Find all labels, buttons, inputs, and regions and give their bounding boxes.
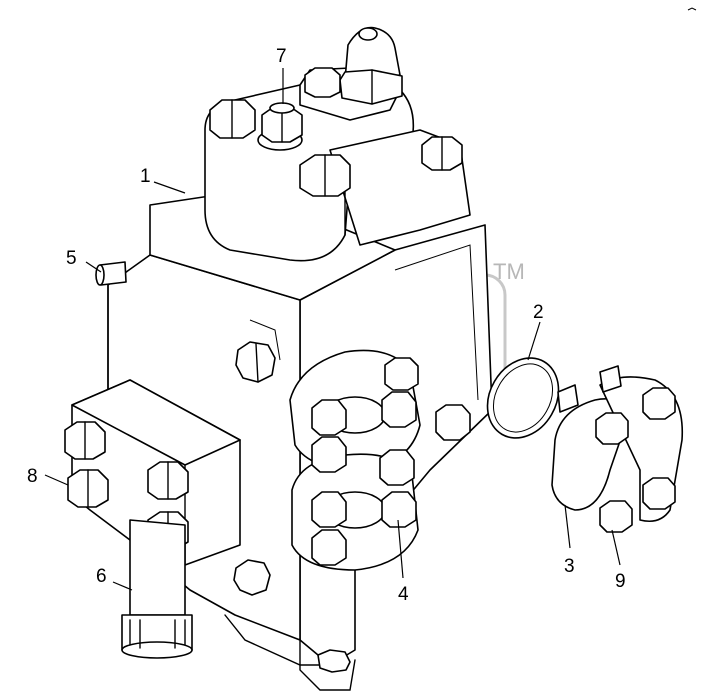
callout-7: 7: [276, 46, 287, 67]
callouts: 1 2 3 4 5 6 7 8 9: [27, 46, 626, 605]
bolts-9: [595, 387, 676, 533]
fitting-7: [257, 102, 303, 151]
left-block: [64, 379, 241, 566]
top-cap: [339, 26, 403, 105]
callout-1: 1: [140, 166, 151, 187]
leader-lines: [44, 68, 621, 591]
callout-4: 4: [398, 584, 409, 605]
callout-6: 6: [96, 566, 107, 587]
corner-mark: [687, 7, 697, 11]
callout-3: 3: [564, 556, 575, 577]
callout-5: 5: [66, 248, 77, 269]
body-bolts: [233, 341, 471, 673]
stud-5: [95, 261, 127, 286]
flange-bolts: [311, 357, 419, 566]
callout-8: 8: [27, 466, 38, 487]
callout-9: 9: [615, 571, 626, 592]
o-ring-2: [486, 357, 560, 439]
top-bolts: [209, 67, 463, 197]
callout-2: 2: [533, 302, 544, 323]
watermark-tm: TM: [493, 259, 525, 284]
flanges-4: [289, 349, 421, 571]
pipe-6: [121, 519, 193, 659]
